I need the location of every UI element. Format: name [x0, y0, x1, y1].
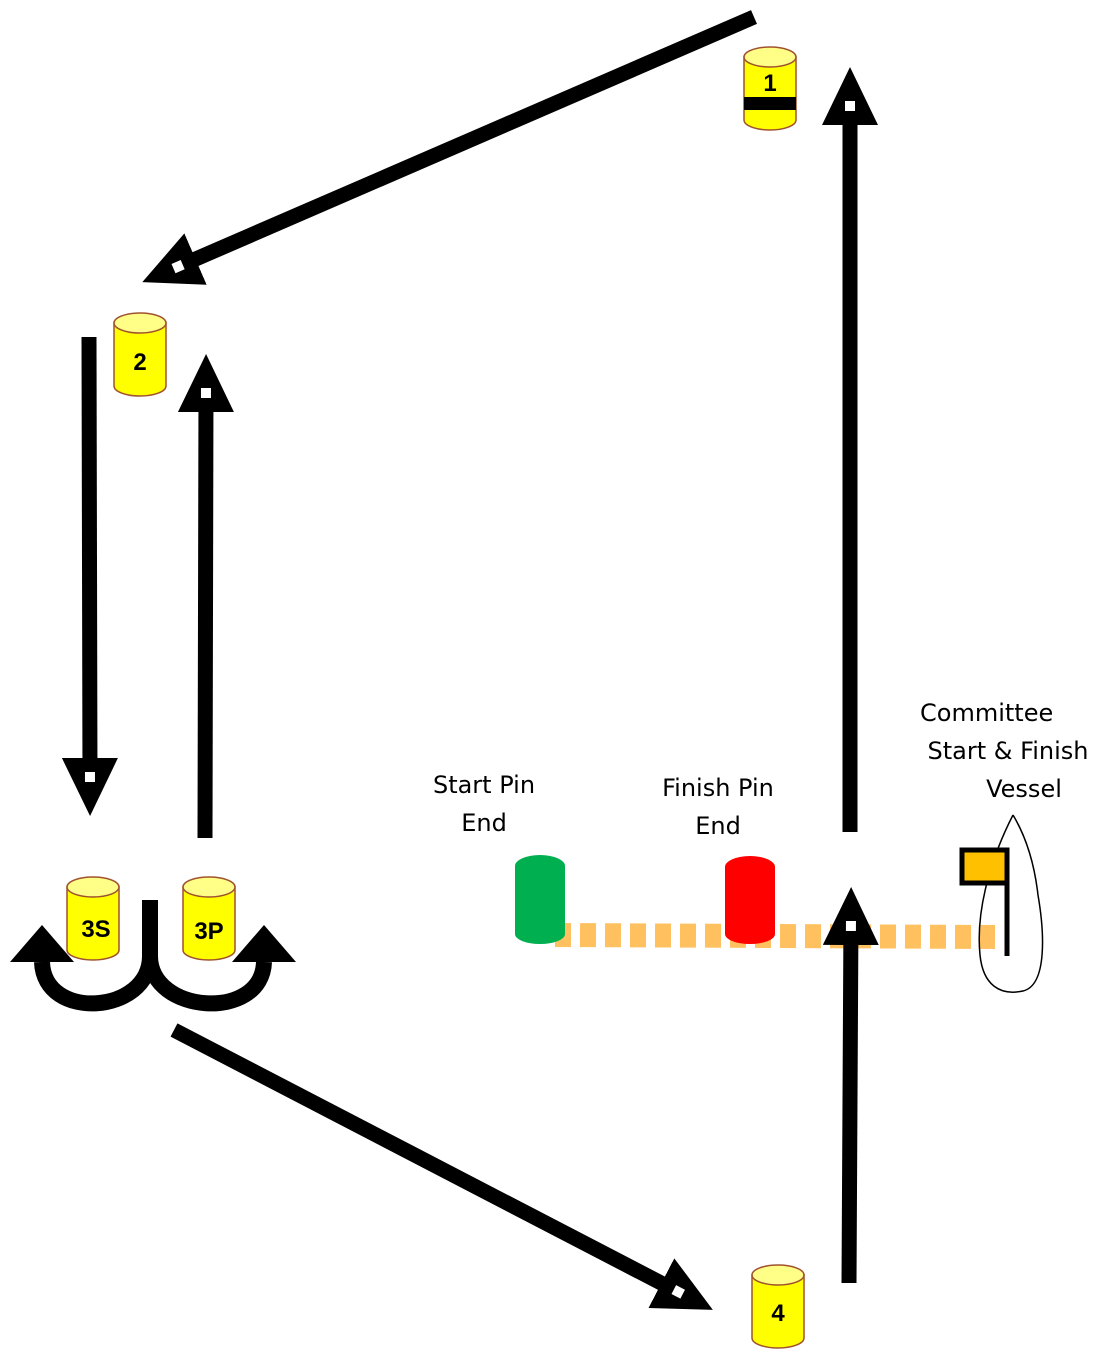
mark-3p-label: 3P	[194, 918, 223, 945]
mark-2-buoy: 2	[113, 312, 167, 397]
leg-mark-4-to-finish	[822, 887, 879, 1284]
committee-caption-line-1: Committee	[920, 699, 1054, 727]
leg-mark-1-to-mark-2	[142, 10, 757, 285]
finish-pin-buoy	[725, 856, 775, 944]
committee-caption-line-3: Vessel	[986, 775, 1062, 803]
finish-pin-caption-line-1: Finish Pin	[662, 774, 774, 802]
committee-boat-hull	[978, 814, 1044, 993]
committee-caption-line-2: Start & Finish	[927, 737, 1089, 765]
mark-3p-buoy: 3P	[182, 876, 236, 961]
committee-vessel-caption: Committee Start & Finish Vessel	[912, 694, 1104, 808]
start-pin-caption-line-1: Start Pin	[432, 771, 536, 799]
mark-4-buoy: 4	[751, 1264, 805, 1349]
gate-arrowhead-right-icon	[232, 925, 296, 962]
gate-rounding-arrow-right	[142, 955, 272, 1012]
mark-3s-label: 3S	[81, 916, 110, 943]
leg-gate-to-mark-4	[170, 1023, 713, 1310]
leg-mark-2-to-gate	[61, 336, 118, 816]
mark-2-label: 2	[133, 349, 146, 376]
committee-flag-icon	[959, 847, 1010, 886]
start-pin-caption: Start Pin End	[422, 766, 546, 842]
leg-gate-to-mark-2	[177, 354, 234, 839]
finish-pin-caption-line-2: End	[695, 812, 741, 840]
mark-3s-buoy: 3S	[66, 876, 120, 961]
mark-4-label: 4	[771, 1300, 785, 1327]
start-pin-caption-line-2: End	[461, 809, 507, 837]
finish-pin-caption: Finish Pin End	[648, 769, 788, 845]
start-finish-line	[554, 923, 996, 949]
mark-1-label: 1	[763, 70, 776, 97]
start-pin-buoy	[515, 855, 565, 944]
committee-vessel	[959, 814, 1044, 993]
gate-arrowhead-left-icon	[10, 925, 74, 962]
mark-1-buoy: 1	[743, 46, 797, 131]
